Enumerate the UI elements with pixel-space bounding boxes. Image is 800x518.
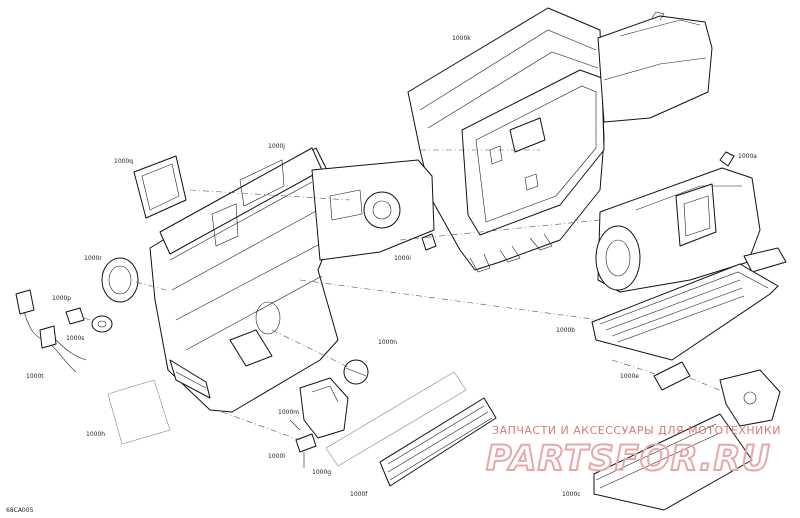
evaporator-core bbox=[593, 413, 753, 511]
diagram-code: 68CA005 bbox=[6, 507, 34, 514]
label-1000q: 1000q bbox=[114, 158, 133, 165]
label-1000c: 1000c bbox=[562, 491, 581, 498]
small-plug bbox=[65, 307, 85, 325]
watermark-logo: ЗАПЧАСТИ И АКСЕССУАРЫ ДЛЯ МОТОТЕХНИКИ PA… bbox=[485, 424, 781, 480]
watermark-logo-text: PARTSFOR.RU bbox=[486, 439, 771, 479]
wire-harness bbox=[15, 289, 87, 373]
label-1000i: 1000i bbox=[394, 255, 411, 262]
seal-gasket bbox=[653, 361, 691, 391]
label-1000j: 1000j bbox=[268, 143, 285, 150]
label-1000n: 1000n bbox=[378, 339, 397, 346]
grommet bbox=[91, 315, 113, 333]
assembly-lines bbox=[83, 149, 725, 441]
label-1000b: 1000b bbox=[556, 327, 575, 334]
outline-grille bbox=[325, 371, 467, 467]
filter-panel bbox=[107, 379, 171, 445]
label-1000m: 1000m bbox=[278, 409, 299, 416]
label-1000r: 1000r bbox=[84, 255, 102, 262]
label-1000h: 1000h bbox=[86, 431, 105, 438]
label-1000f: 1000f bbox=[350, 491, 368, 498]
label-1000t: 1000t bbox=[26, 373, 44, 380]
frame-gasket bbox=[133, 155, 187, 219]
label-1000s: 1000s bbox=[66, 335, 84, 342]
label-1000a: 1000a bbox=[738, 153, 757, 160]
watermark-caption: ЗАПЧАСТИ И АКСЕССУАРЫ ДЛЯ МОТОТЕХНИКИ bbox=[492, 424, 781, 437]
heater-core bbox=[591, 263, 779, 361]
blower-assembly bbox=[595, 151, 787, 293]
grille-vent bbox=[379, 397, 497, 487]
main-case bbox=[149, 147, 435, 413]
upper-housing bbox=[407, 7, 713, 273]
ring-seal bbox=[101, 257, 139, 303]
label-1000l: 1000l bbox=[268, 453, 285, 460]
actuator bbox=[289, 377, 349, 439]
label-1000e: 1000e bbox=[620, 373, 639, 380]
label-1000g: 1000g bbox=[312, 469, 331, 476]
connector-clip bbox=[421, 233, 437, 251]
label-1000p: 1000p bbox=[52, 295, 71, 302]
valve-bracket bbox=[719, 369, 781, 427]
plug-connector bbox=[295, 433, 317, 468]
label-1000k: 1000k bbox=[452, 35, 471, 42]
ball-valve bbox=[343, 359, 369, 385]
